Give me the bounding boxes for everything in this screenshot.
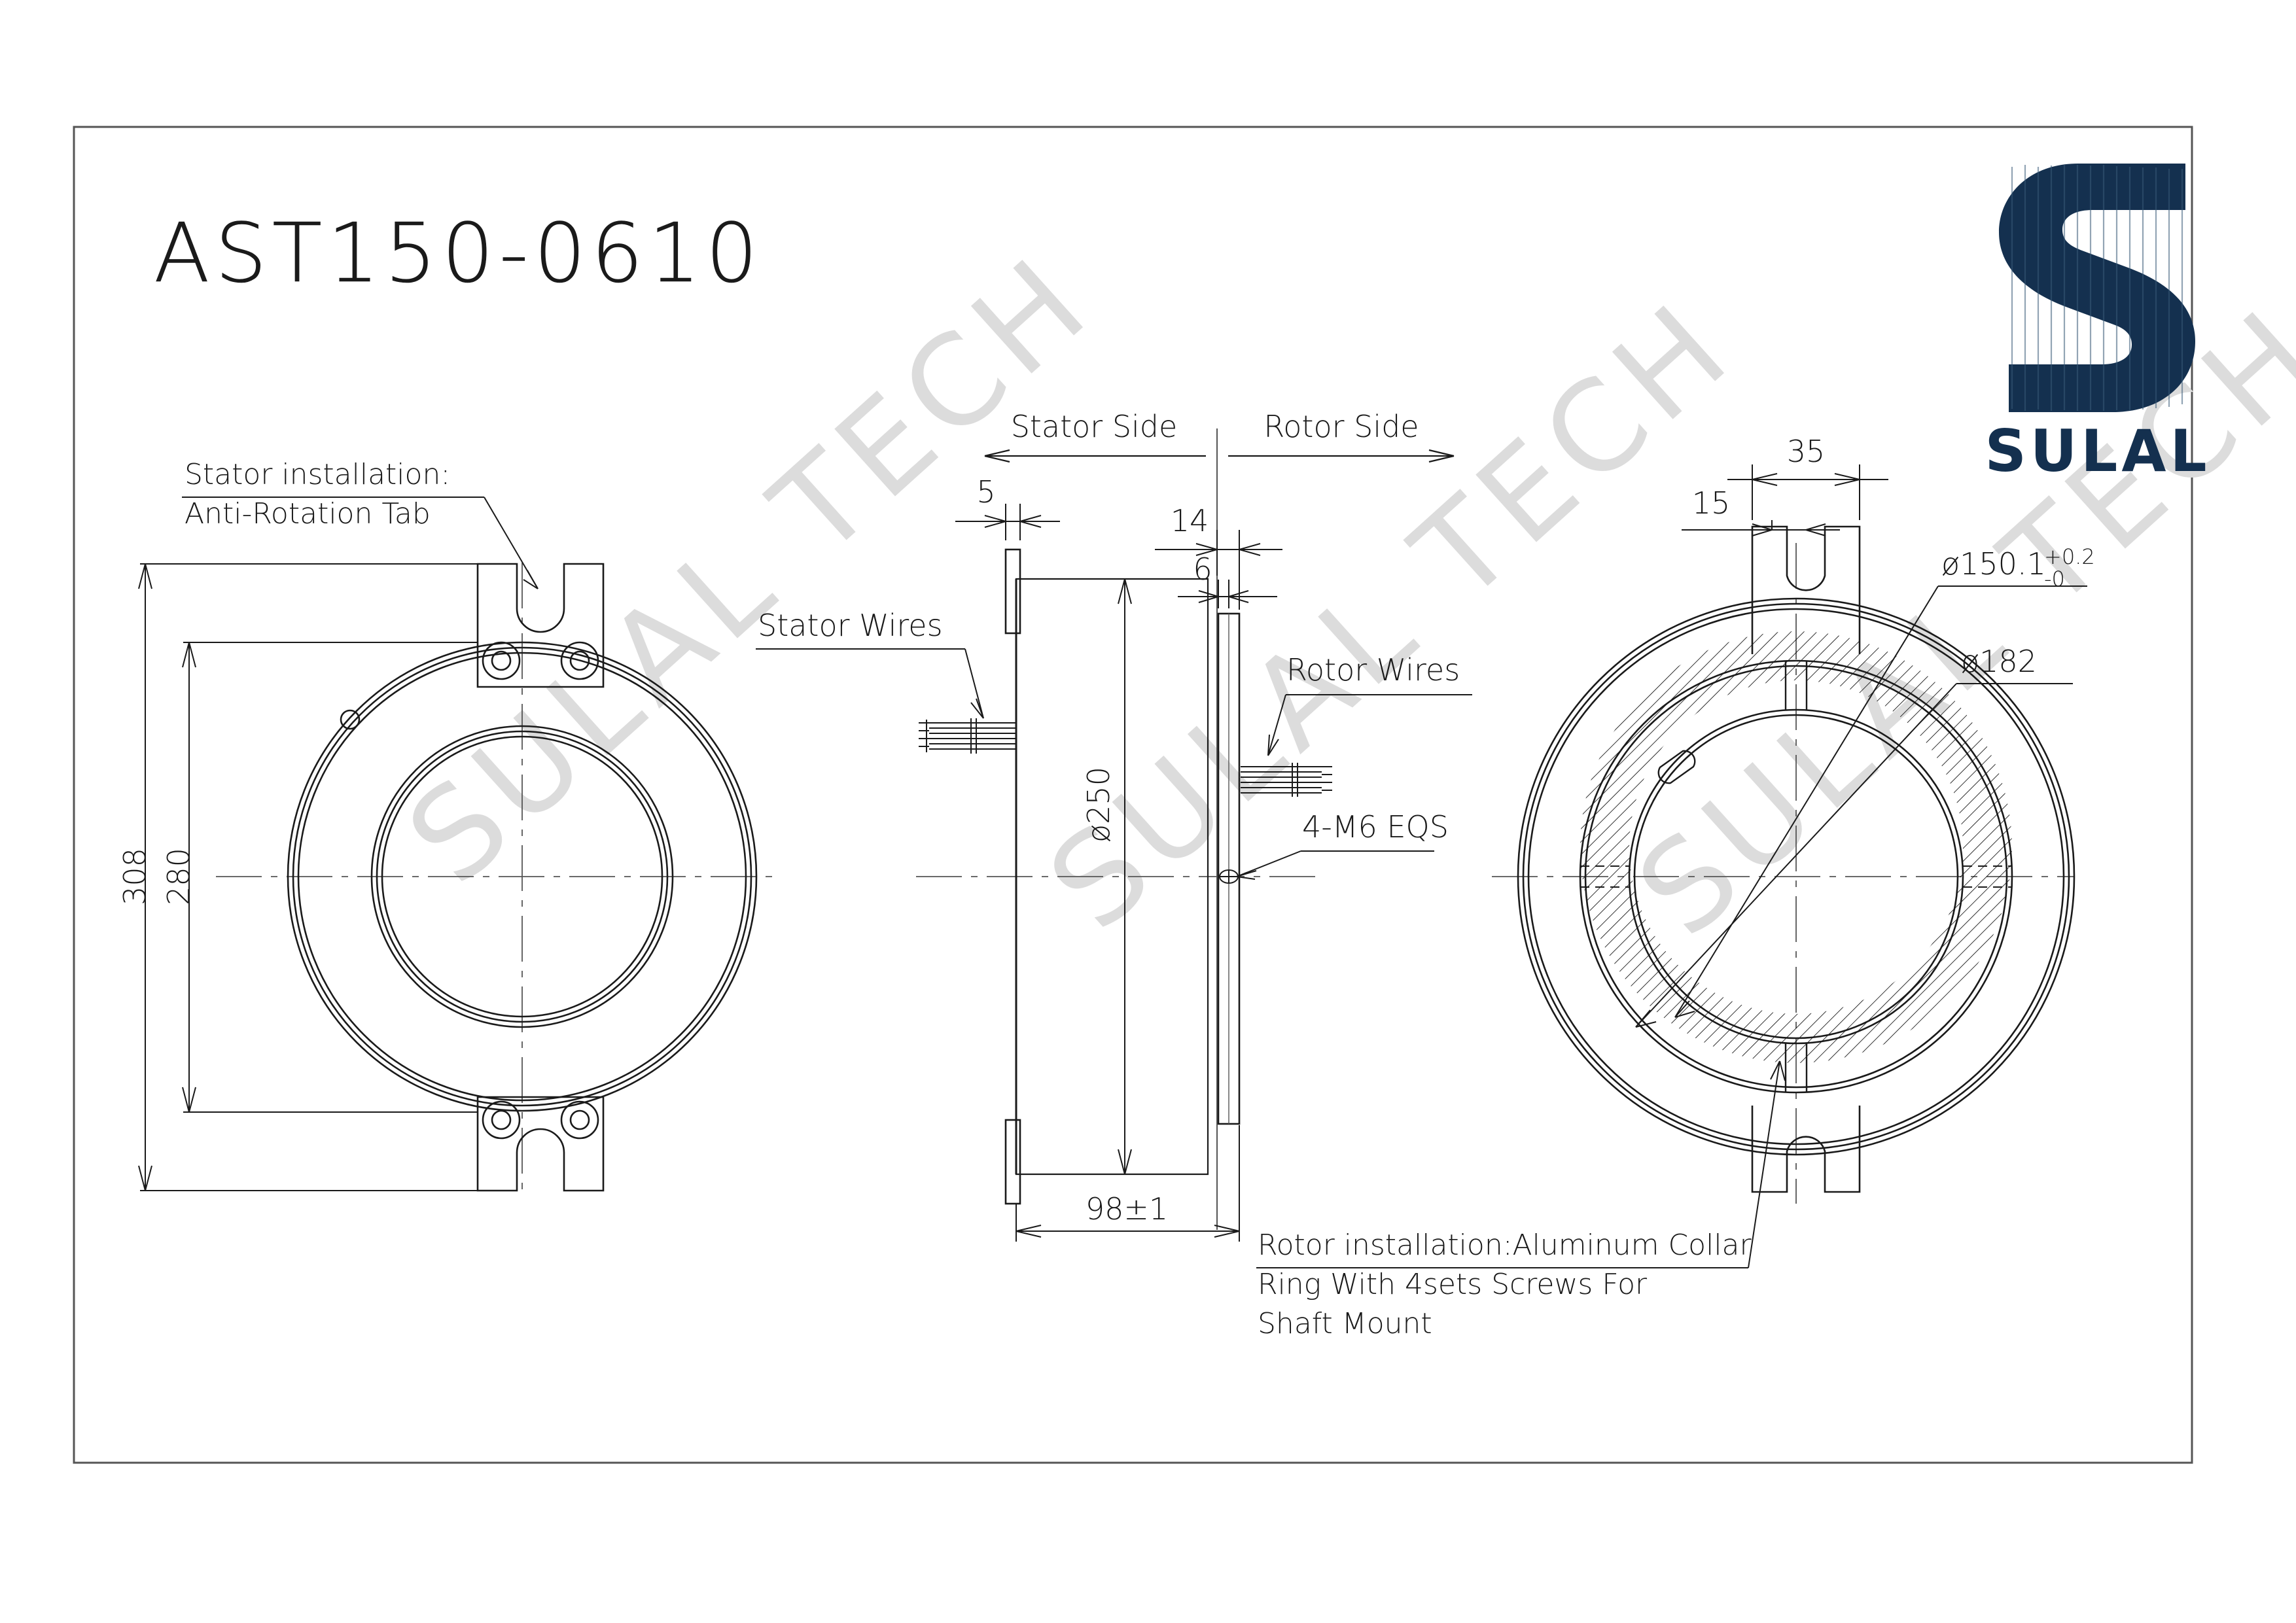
logo-wordmark: SULAL (1985, 417, 2210, 485)
dim-35-group (1727, 464, 1888, 520)
dim-15-group (1682, 520, 1840, 536)
sulal-s-mark (1999, 164, 2195, 412)
rotor-install-line1: Rotor installation:Aluminum Collar (1258, 1229, 1752, 1262)
m6-screw-marker (1219, 869, 1239, 884)
dim-182: ø182 (1961, 644, 2037, 679)
rear-outer-ring-3 (1527, 608, 2065, 1145)
dim-14: 14 (1171, 503, 1209, 538)
collar-screw-outlines (1784, 661, 1808, 1092)
front-bore-ring-1 (370, 725, 674, 1028)
stator-install-note: Stator installation: Anti-Rotation Tab (185, 458, 450, 531)
front-view (182, 497, 772, 1197)
rear-outer-ring-2 (1522, 602, 2070, 1151)
front-outer-ring-2 (292, 646, 752, 1107)
label-4m6-eqs: 4-M6 EQS (1302, 809, 1449, 845)
section-view (916, 428, 1332, 1230)
dim-6-group (1178, 580, 1277, 608)
dim-250-group (1118, 578, 1132, 1175)
rotor-install-note: Rotor installation:Aluminum Collar Ring … (1258, 1229, 1752, 1340)
dim-6: 6 (1193, 551, 1212, 587)
stator-install-line2: Anti-Rotation Tab (185, 497, 431, 531)
dim-35: 35 (1787, 434, 1826, 469)
anti-rotation-tab-top (476, 563, 605, 688)
stator-install-line1: Stator installation: (185, 458, 450, 491)
logo-group: SULAL (1985, 164, 2210, 485)
m6-eqs-leader (1236, 850, 1434, 880)
dim-182-leader (1635, 683, 2073, 1028)
front-bore-ring-2 (376, 730, 669, 1023)
rear-tab-bottom (1751, 1106, 1861, 1193)
stator-wires-leader (756, 648, 984, 719)
label-stator-wires: Stator Wires (758, 608, 943, 643)
dim-5: 5 (976, 474, 995, 510)
front-outer-ring-3 (297, 652, 747, 1102)
dim-150-tol-lower: -0 (2044, 567, 2065, 591)
rotor-install-line3: Shaft Mount (1258, 1307, 1432, 1340)
anti-rotation-tab-bottom (476, 1096, 605, 1192)
dim-98-group (1016, 1125, 1240, 1242)
flange-tab-bottom (1004, 1119, 1021, 1205)
rear-outer-ring-1 (1517, 597, 2075, 1156)
label-stator-side: Stator Side (1011, 409, 1178, 444)
rotor-install-line2: Ring With 4sets Screws For (1258, 1268, 1648, 1301)
dim-150-tol-upper: +0.2 (2044, 544, 2095, 569)
collar-slot (1657, 750, 1696, 784)
watermark-left: SULAL TECH (381, 227, 1118, 911)
dim-14-group (1155, 530, 1282, 610)
rear-tab-top (1751, 525, 1861, 654)
rotor-wires-leader (1267, 694, 1472, 756)
dim-250: ø250 (1081, 767, 1116, 843)
sheet-border (73, 126, 2193, 1464)
stator-install-leader (182, 497, 539, 589)
side-label-arrows (984, 449, 1455, 463)
dim-280: 280 (161, 848, 196, 905)
dim-150-leader (1674, 585, 2087, 1018)
rotor-install-leader (1256, 1060, 1786, 1268)
front-dimensions (138, 563, 478, 1191)
dim-15: 15 (1692, 485, 1731, 521)
label-rotor-wires: Rotor Wires (1286, 652, 1460, 688)
rotor-wire-bundle (1241, 763, 1332, 797)
dim-5-group (955, 504, 1060, 540)
dim-98: 98±1 (1086, 1191, 1168, 1227)
front-locating-hole (340, 709, 361, 730)
label-rotor-side: Rotor Side (1263, 409, 1419, 444)
front-bore-ring-3 (381, 735, 663, 1018)
dim-150-value: ø150.1 (1941, 546, 2046, 582)
page-title: AST150-0610 (154, 206, 763, 301)
front-outer-ring-1 (287, 641, 758, 1112)
flange-tab-top (1004, 548, 1021, 635)
stator-wire-bundle (919, 718, 1016, 754)
dim-150-text-group: ø150.1 +0.2 -0 (1941, 544, 2095, 591)
dim-308: 308 (117, 848, 152, 905)
